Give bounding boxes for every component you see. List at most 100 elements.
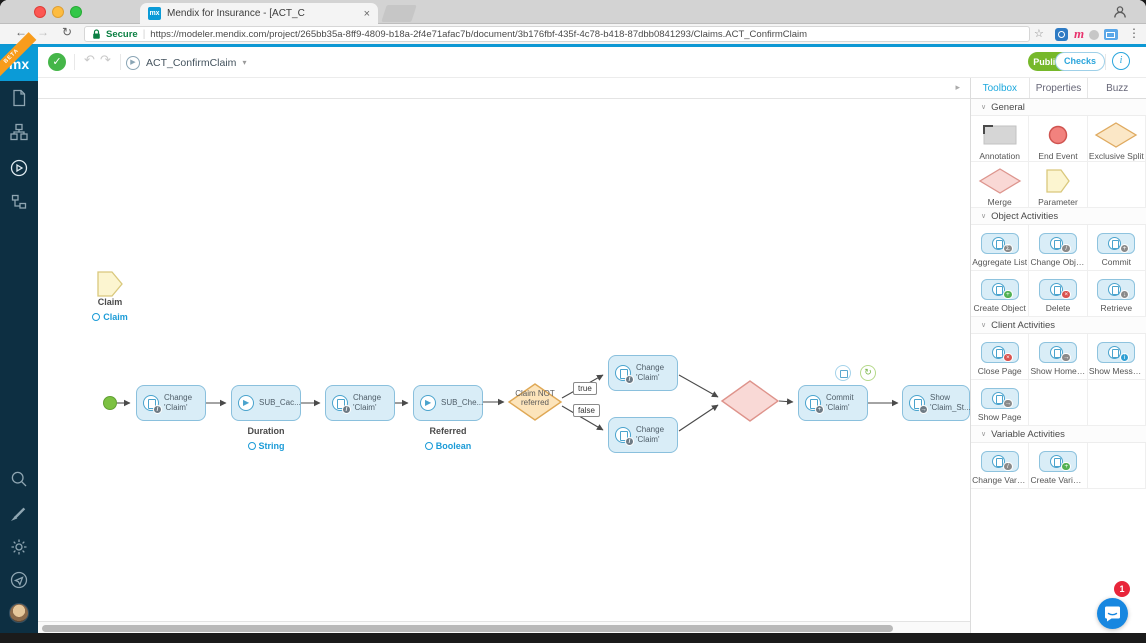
floating-page-icon[interactable] bbox=[835, 365, 851, 381]
show-page-icon bbox=[909, 395, 928, 414]
flow-node-change-claim-true[interactable]: Change'Claim' bbox=[608, 355, 678, 391]
microflow-canvas[interactable]: ▸ Claim bbox=[38, 78, 970, 621]
flow-node-show-claim-status[interactable]: Show'Claim_St... bbox=[902, 385, 970, 421]
toolbox-item-exclusive-split[interactable]: Exclusive Split bbox=[1087, 116, 1146, 162]
mendix-extension-icon[interactable]: m bbox=[1074, 26, 1085, 41]
toolbox-item-show-home-p[interactable]: →Show Home P... bbox=[1029, 334, 1088, 380]
toolbox-item-label: Change Variable bbox=[972, 475, 1027, 485]
new-tab-button[interactable] bbox=[381, 5, 417, 22]
tab-close-icon[interactable]: × bbox=[363, 7, 370, 20]
right-panel: Toolbox Properties Buzz ∨General Annotat… bbox=[970, 78, 1146, 633]
scrollbar-thumb[interactable] bbox=[42, 624, 893, 632]
flow-node-sub-che[interactable]: ▶ SUB_Che... bbox=[413, 385, 483, 421]
search-icon[interactable] bbox=[10, 470, 28, 488]
canvas-top-strip: ▸ bbox=[38, 78, 970, 99]
undo-icon[interactable]: ↶ bbox=[84, 52, 95, 67]
section-header-client-activities[interactable]: ∨Client Activities bbox=[971, 317, 1146, 334]
decision-diamond[interactable] bbox=[507, 383, 563, 421]
checks-button[interactable]: Checks bbox=[1055, 52, 1105, 71]
reload-icon[interactable]: ↻ bbox=[61, 25, 73, 39]
chat-button[interactable] bbox=[1097, 598, 1128, 629]
sidebar-item-project-structure[interactable] bbox=[10, 193, 28, 211]
document-tab[interactable]: ▶ ACT_ConfirmClaim ▾ bbox=[116, 47, 256, 78]
redo-icon[interactable]: ↷ bbox=[100, 52, 111, 67]
bookmark-star-icon[interactable]: ☆ bbox=[1034, 28, 1044, 40]
toolbox-item-label: End Event bbox=[1038, 151, 1078, 161]
parameter-entity-link[interactable]: Claim bbox=[65, 312, 155, 322]
browser-titlebar: mx Mendix for Insurance - [ACT_C × bbox=[0, 0, 1146, 24]
toolbox-item-label: Create Variable bbox=[1030, 475, 1086, 485]
toolbox-item-show-page[interactable]: →Show Page bbox=[971, 380, 1030, 426]
info-button[interactable]: i bbox=[1112, 52, 1130, 70]
entity-icon bbox=[92, 313, 101, 321]
variable-type-link[interactable]: String bbox=[221, 441, 311, 451]
extension-icon-3[interactable] bbox=[1104, 29, 1118, 40]
browser-tab-title: Mendix for Insurance - [ACT_C bbox=[167, 8, 305, 19]
microflow-doc-icon: ▶ bbox=[126, 55, 140, 70]
theme-brush-icon[interactable] bbox=[10, 504, 28, 522]
delete-icon: × bbox=[1038, 279, 1077, 300]
toolbox-item-create-object[interactable]: +Create Object bbox=[971, 271, 1030, 317]
close-page-icon: × bbox=[980, 342, 1019, 363]
toolbox-item-label: Show Home P... bbox=[1030, 366, 1086, 376]
sidebar-item-domain-model[interactable] bbox=[10, 123, 28, 141]
status-check-icon[interactable]: ✓ bbox=[48, 53, 66, 71]
chevron-down-icon: ∨ bbox=[981, 322, 987, 329]
toolbox-item-change-object[interactable]: /Change Object bbox=[1029, 225, 1088, 271]
parameter-shape[interactable] bbox=[96, 270, 124, 303]
start-event[interactable] bbox=[103, 396, 117, 410]
toolbox-item-merge[interactable]: Merge bbox=[971, 162, 1030, 208]
tab-buzz[interactable]: Buzz bbox=[1106, 83, 1129, 94]
toolbox-item-retrieve[interactable]: ↓Retrieve bbox=[1087, 271, 1146, 317]
toolbox-item-create-variable[interactable]: +Create Variable bbox=[1029, 443, 1088, 489]
browser-tab[interactable]: mx Mendix for Insurance - [ACT_C × bbox=[140, 3, 378, 24]
toolbox-item-close-page[interactable]: ×Close Page bbox=[971, 334, 1030, 380]
user-avatar[interactable] bbox=[9, 603, 29, 623]
chevron-down-icon: ∨ bbox=[981, 104, 987, 111]
browser-menu-icon[interactable]: ⋮ bbox=[1128, 26, 1140, 40]
edge-label-true: true bbox=[573, 382, 597, 395]
variable-name: Duration bbox=[247, 426, 285, 436]
address-bar[interactable]: Secure | https://modeler.mendix.com/proj… bbox=[84, 26, 1030, 42]
sidebar-item-pages[interactable] bbox=[10, 89, 28, 107]
panel-collapse-icon[interactable]: ▸ bbox=[955, 82, 960, 92]
extension-icon-2[interactable] bbox=[1089, 30, 1099, 40]
flow-node-commit-claim[interactable]: Commit'Claim' bbox=[798, 385, 868, 421]
toolbox-item-change-variable[interactable]: /Change Variable bbox=[971, 443, 1030, 489]
section-header-variable-activities[interactable]: ∨Variable Activities bbox=[971, 426, 1146, 443]
flow-node-change-claim-2[interactable]: Change'Claim' bbox=[325, 385, 395, 421]
tab-properties[interactable]: Properties bbox=[1030, 78, 1089, 98]
toolbox-item-end-event[interactable]: End Event bbox=[1029, 116, 1088, 162]
profile-icon[interactable] bbox=[1112, 4, 1128, 25]
section-header-object-activities[interactable]: ∨Object Activities bbox=[971, 208, 1146, 225]
sidebar-item-microflows[interactable] bbox=[10, 159, 28, 177]
extension-icon-1[interactable] bbox=[1055, 28, 1068, 41]
flow-node-change-claim-false[interactable]: Change'Claim' bbox=[608, 417, 678, 453]
variable-type-link[interactable]: Boolean bbox=[403, 441, 493, 451]
section-header-general[interactable]: ∨General bbox=[971, 99, 1146, 116]
flow-node-change-claim-1[interactable]: Change'Claim' bbox=[136, 385, 206, 421]
edge-label-false: false bbox=[573, 404, 600, 417]
feedback-send-icon[interactable] bbox=[10, 571, 28, 589]
toolbox-item-delete[interactable]: ×Delete bbox=[1029, 271, 1088, 317]
window-maximize-button[interactable] bbox=[70, 6, 82, 18]
floating-refresh-icon[interactable]: ↻ bbox=[860, 365, 876, 381]
flow-connectors bbox=[117, 374, 899, 432]
toolbox-item-commit[interactable]: +Commit bbox=[1087, 225, 1146, 271]
tab-toolbox[interactable]: Toolbox bbox=[971, 78, 1030, 98]
toolbox-item-parameter[interactable]: Parameter bbox=[1029, 162, 1088, 208]
window-minimize-button[interactable] bbox=[52, 6, 64, 18]
merge-diamond[interactable] bbox=[720, 380, 780, 422]
window-close-button[interactable] bbox=[34, 6, 46, 18]
flow-node-sub-cac[interactable]: ▶ SUB_Cac... bbox=[231, 385, 301, 421]
toolbox-item-annotation[interactable]: Annotation bbox=[971, 116, 1030, 162]
forward-icon[interactable]: → bbox=[37, 25, 49, 39]
settings-gear-icon[interactable] bbox=[10, 538, 28, 556]
aggregate-list-icon: Σ bbox=[980, 233, 1019, 254]
